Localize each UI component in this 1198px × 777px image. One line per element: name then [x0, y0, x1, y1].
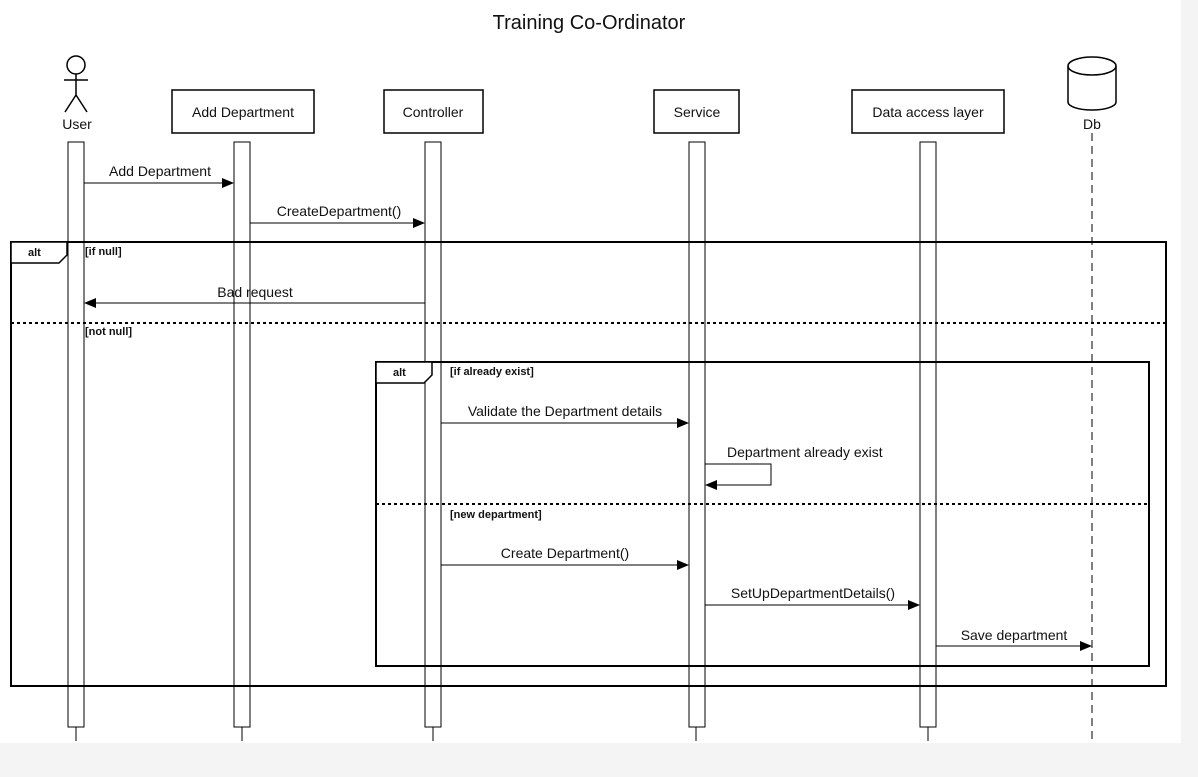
inner-guard-new-department: [new department] [450, 509, 542, 521]
outer-guard-not-null: [not null] [85, 326, 132, 338]
inner-guard-if-already-exist: [if already exist] [450, 366, 534, 378]
message-already-exist-label: Department already exist [727, 444, 883, 460]
participant-controller: Controller [383, 89, 484, 134]
activation-user [67, 141, 85, 728]
outer-alt-fragment: alt [if null] [not null] [10, 241, 1167, 687]
activation-add-department [233, 141, 251, 728]
participant-add-department: Add Department [171, 89, 315, 134]
diagram-canvas: Training Co-Ordinator User Add Departmen… [0, 0, 1181, 743]
message-create-department-label: Create Department() [501, 545, 629, 561]
participant-controller-label: Controller [403, 104, 464, 120]
participant-data-access-layer: Data access layer [851, 89, 1005, 134]
message-add-department-label: Add Department [109, 163, 211, 179]
diagram-title: Training Co-Ordinator [493, 12, 686, 34]
message-setup-details-label: SetUpDepartmentDetails() [731, 585, 895, 601]
message-create-department-call-label: CreateDepartment() [277, 203, 402, 219]
database-icon [1067, 56, 1117, 111]
user-actor-icon [64, 55, 88, 113]
outer-guard-if-null: [if null] [85, 246, 122, 258]
participant-user-label: User [62, 116, 92, 132]
message-already-exist-self-arrow [705, 463, 772, 490]
activation-service [688, 141, 706, 728]
activation-controller [424, 141, 442, 728]
participant-service-label: Service [674, 104, 721, 120]
participant-data-access-layer-label: Data access layer [872, 104, 984, 120]
inner-alt-keyword: alt [393, 367, 406, 379]
message-validate-details-label: Validate the Department details [468, 403, 662, 419]
participant-db-label: Db [1083, 116, 1101, 132]
activation-data-access-layer [919, 141, 937, 728]
participant-service: Service [653, 89, 740, 134]
outer-alt-keyword: alt [28, 247, 41, 259]
message-bad-request-label: Bad request [217, 284, 293, 300]
message-save-department-label: Save department [961, 627, 1068, 643]
participant-add-department-label: Add Department [192, 104, 294, 120]
inner-alt-fragment: alt [if already exist] [new department] [375, 361, 1150, 667]
